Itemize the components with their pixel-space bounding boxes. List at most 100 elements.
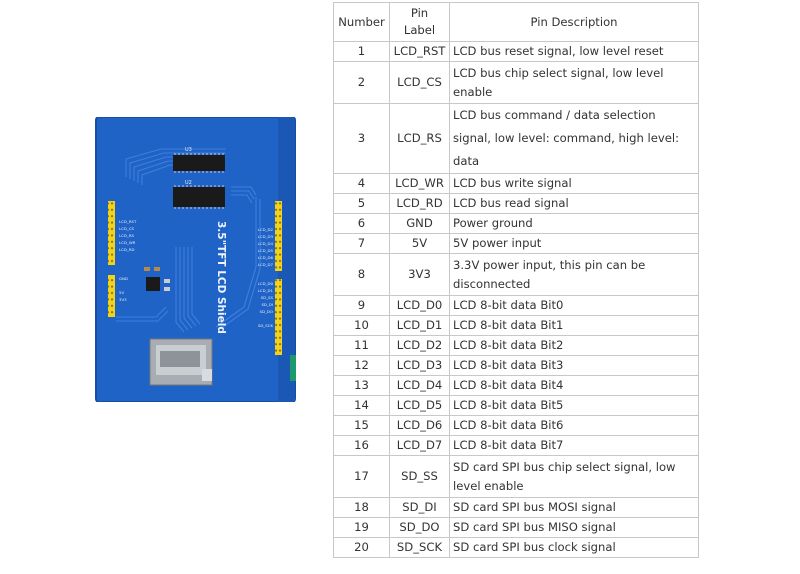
pin-description: Power ground xyxy=(449,213,699,234)
pin-label: SD_SCK xyxy=(389,537,450,558)
pin-number: 3 xyxy=(333,103,390,174)
pin-number: 1 xyxy=(333,41,390,62)
pin-description: LCD bus read signal xyxy=(449,193,699,214)
flex-cable xyxy=(290,355,296,381)
pin-label: LCD_RS xyxy=(389,103,450,174)
right-label-lcd-d3: LCD_D3 xyxy=(258,234,274,239)
sd-card-slot xyxy=(149,338,213,386)
header-number: Number xyxy=(333,2,390,42)
power-label-5v: 5V xyxy=(119,290,124,295)
pin-label: LCD_WR xyxy=(389,173,450,194)
pin-description: LCD 8-bit data Bit2 xyxy=(449,335,699,356)
pin-description: SD card SPI bus MOSI signal xyxy=(449,497,699,518)
voltage-regulator xyxy=(144,267,170,291)
pin-description: LCD bus write signal xyxy=(449,173,699,194)
pin-label: GND xyxy=(389,213,450,234)
pin-description: 3.3V power input, this pin can be discon… xyxy=(449,253,699,296)
pin-description: LCD 8-bit data Bit4 xyxy=(449,375,699,396)
pin-label: LCD_CS xyxy=(389,61,450,104)
right-label-lcd-d7: LCD_D7 xyxy=(258,262,274,267)
ic-u2: U2 xyxy=(173,180,225,209)
pin-label: LCD_D1 xyxy=(389,315,450,336)
pin-label: LCD_RD xyxy=(389,193,450,214)
pin-number: 2 xyxy=(333,61,390,104)
pin-label: LCD_D4 xyxy=(389,375,450,396)
pin-number: 7 xyxy=(333,233,390,254)
pin-description: LCD 8-bit data Bit7 xyxy=(449,435,699,456)
board-title: 3.5"TFT LCD Shield xyxy=(215,221,227,334)
right-label-sd-sck: SD_SCK xyxy=(258,323,274,328)
pin-label: LCD_D7 xyxy=(389,435,450,456)
pin-number: 17 xyxy=(333,455,390,498)
right-label-lcd-d5: LCD_D5 xyxy=(258,248,274,253)
pin-label: 5V xyxy=(389,233,450,254)
pin-label: LCD_D3 xyxy=(389,355,450,376)
pcb-body xyxy=(96,117,295,402)
left-label-lcd-rs: LCD_RS xyxy=(119,233,135,238)
left-label-lcd-rd: LCD_RD xyxy=(119,247,135,252)
right-label-lcd-d1: LCD_D1 xyxy=(258,288,274,293)
pin-number: 13 xyxy=(333,375,390,396)
pin-label: LCD_D5 xyxy=(389,395,450,416)
pin-description: LCD 8-bit data Bit3 xyxy=(449,355,699,376)
pcb-traces xyxy=(116,148,261,333)
pin-description: LCD 8-bit data Bit6 xyxy=(449,415,699,436)
right-label-lcd-d2: LCD_D2 xyxy=(258,227,274,232)
right-label-lcd-d0: LCD_D0 xyxy=(258,281,274,286)
pin-number: 19 xyxy=(333,517,390,538)
pin-number: 14 xyxy=(333,395,390,416)
left-header xyxy=(108,201,115,317)
pin-description: LCD bus chip select signal, low level en… xyxy=(449,61,699,104)
pin-number: 12 xyxy=(333,355,390,376)
left-label-lcd-rst: LCD_RST xyxy=(119,219,137,224)
pin-description: 5V power input xyxy=(449,233,699,254)
pin-description: LCD 8-bit data Bit0 xyxy=(449,295,699,316)
pin-description: SD card SPI bus MISO signal xyxy=(449,517,699,538)
pin-number: 9 xyxy=(333,295,390,316)
right-label-sd-di: SD_DI xyxy=(261,302,273,307)
pin-number: 18 xyxy=(333,497,390,518)
pin-description: LCD 8-bit data Bit1 xyxy=(449,315,699,336)
pin-description: SD card SPI bus chip select signal, low … xyxy=(449,455,699,498)
right-label-lcd-d6: LCD_D6 xyxy=(258,255,274,260)
ic-u3: U3 xyxy=(173,147,225,173)
pin-label: LCD_D6 xyxy=(389,415,450,436)
pin-description: LCD bus command / data selection signal,… xyxy=(449,103,699,174)
ic-u2-label: U2 xyxy=(185,180,192,186)
pin-description: LCD bus reset signal, low level reset xyxy=(449,41,699,62)
left-label-lcd-wr: LCD_WR xyxy=(119,240,136,245)
pin-number: 16 xyxy=(333,435,390,456)
right-header xyxy=(275,201,282,355)
pin-label: SD_DI xyxy=(389,497,450,518)
pin-number: 8 xyxy=(333,253,390,296)
left-label-lcd-cs: LCD_CS xyxy=(119,226,135,231)
lcd-shield-board-photo: U3 U2 3.5"TFT LCD Shield LCD_RST LCD_CS … xyxy=(95,117,296,402)
pin-label: LCD_D0 xyxy=(389,295,450,316)
pin-number: 20 xyxy=(333,537,390,558)
header-pin-description: Pin Description xyxy=(449,2,699,42)
right-label-sd-ss: SD_SS xyxy=(261,295,274,300)
pin-number: 10 xyxy=(333,315,390,336)
pin-label: SD_SS xyxy=(389,455,450,498)
pin-label: LCD_D2 xyxy=(389,335,450,356)
right-label-sd-do: SD_DO xyxy=(260,309,273,314)
